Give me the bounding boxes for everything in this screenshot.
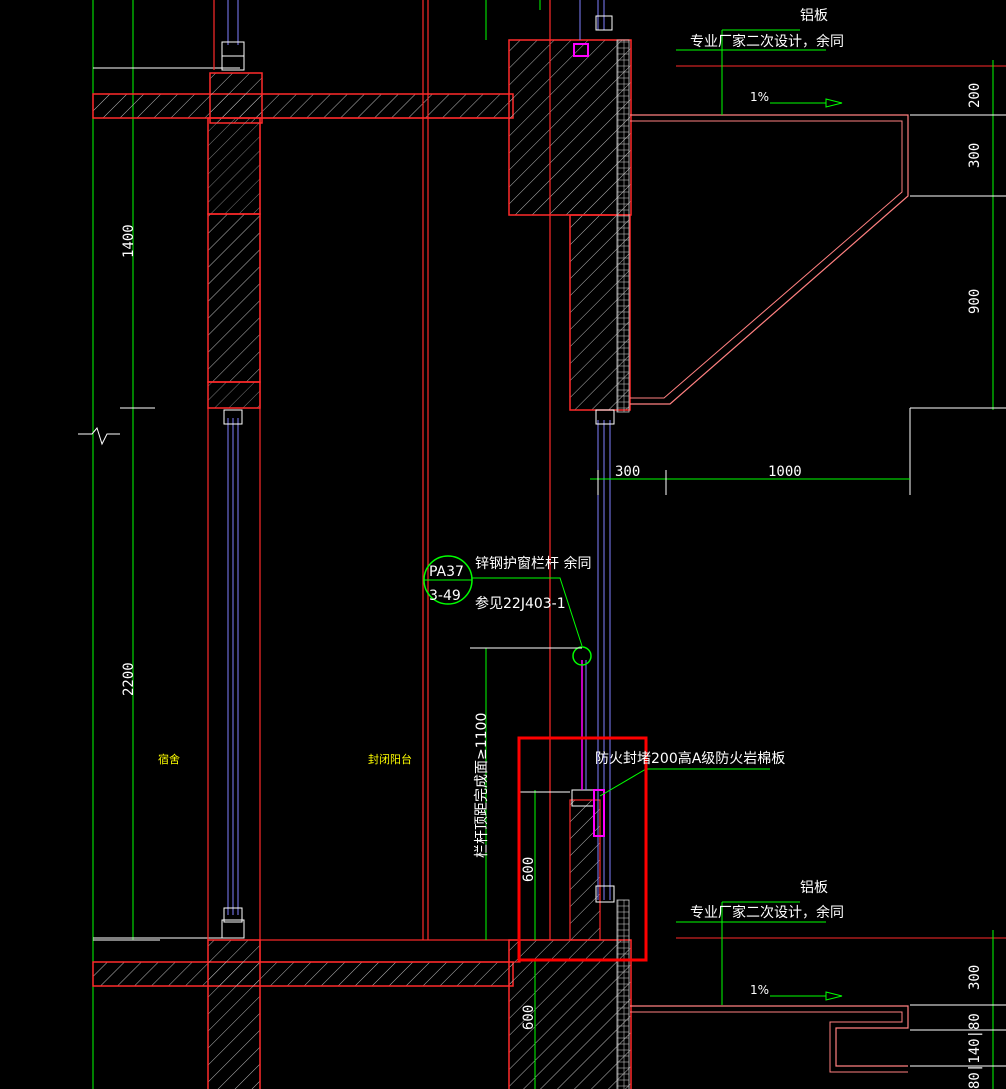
break-symbol bbox=[78, 426, 120, 446]
dim-bottom-stack: 80|140|80 bbox=[967, 1013, 983, 1089]
lower-canopy bbox=[630, 1005, 909, 1067]
detail-ref-top: PA37 bbox=[429, 564, 464, 580]
bottom-slab bbox=[92, 939, 632, 1089]
slope-arrow-top bbox=[770, 98, 843, 108]
aluminum-label-bottom: 铝板 bbox=[800, 880, 828, 896]
dim-600-low: 600 bbox=[521, 1005, 537, 1030]
railing-height-note: 栏杆顶距完成面≥1100 bbox=[474, 713, 490, 858]
dim-2200: 2200 bbox=[121, 662, 137, 696]
fire-stop bbox=[593, 789, 605, 837]
aluminum-label-top: 铝板 bbox=[800, 8, 828, 24]
left-column-top bbox=[207, 117, 261, 409]
dim-300-mid: 300 bbox=[615, 464, 640, 480]
dim-900: 900 bbox=[967, 289, 983, 314]
dim-200: 200 bbox=[967, 83, 983, 108]
left-extension-lines bbox=[93, 67, 240, 941]
dim-300-right: 300 bbox=[967, 143, 983, 168]
railing-height-dimension bbox=[470, 647, 582, 1089]
dim-1400: 1400 bbox=[121, 224, 137, 258]
slope-arrow-bottom bbox=[770, 991, 843, 1001]
right-dimension-chain bbox=[909, 60, 1006, 1089]
insulation-strip bbox=[616, 39, 630, 1089]
dim-300-low: 300 bbox=[967, 965, 983, 990]
left-dimension-chain bbox=[92, 0, 134, 1089]
dim-1000: 1000 bbox=[768, 464, 802, 480]
slope-label-bottom: 1% bbox=[750, 983, 769, 997]
left-window bbox=[227, 0, 239, 915]
highlight-box bbox=[517, 736, 648, 962]
detail-ref-bottom: 3-49 bbox=[429, 588, 461, 604]
slope-label-top: 1% bbox=[750, 90, 769, 104]
railing-note: 锌钢护窗栏杆 余同 bbox=[475, 555, 591, 572]
room-label-dorm: 宿舍 bbox=[158, 752, 180, 766]
room-label-balcony: 封闭阳台 bbox=[368, 752, 412, 766]
canopy-outline bbox=[630, 114, 909, 405]
railing-marker bbox=[572, 646, 592, 666]
dim-600: 600 bbox=[521, 857, 537, 882]
leaders bbox=[472, 29, 826, 1005]
detail-reference bbox=[423, 555, 473, 605]
vendor-note-top: 专业厂家二次设计，余同 bbox=[690, 33, 844, 50]
room-outline bbox=[207, 0, 551, 940]
horizontal-dimension bbox=[590, 470, 910, 495]
railing bbox=[572, 646, 592, 790]
railing-ref-note: 参见22J403-1 bbox=[475, 595, 566, 612]
fire-seal-note: 防火封堵200高A级防火岩棉板 bbox=[595, 750, 785, 767]
parapet-wall bbox=[569, 799, 601, 941]
vendor-note-bottom: 专业厂家二次设计，余同 bbox=[690, 904, 844, 921]
